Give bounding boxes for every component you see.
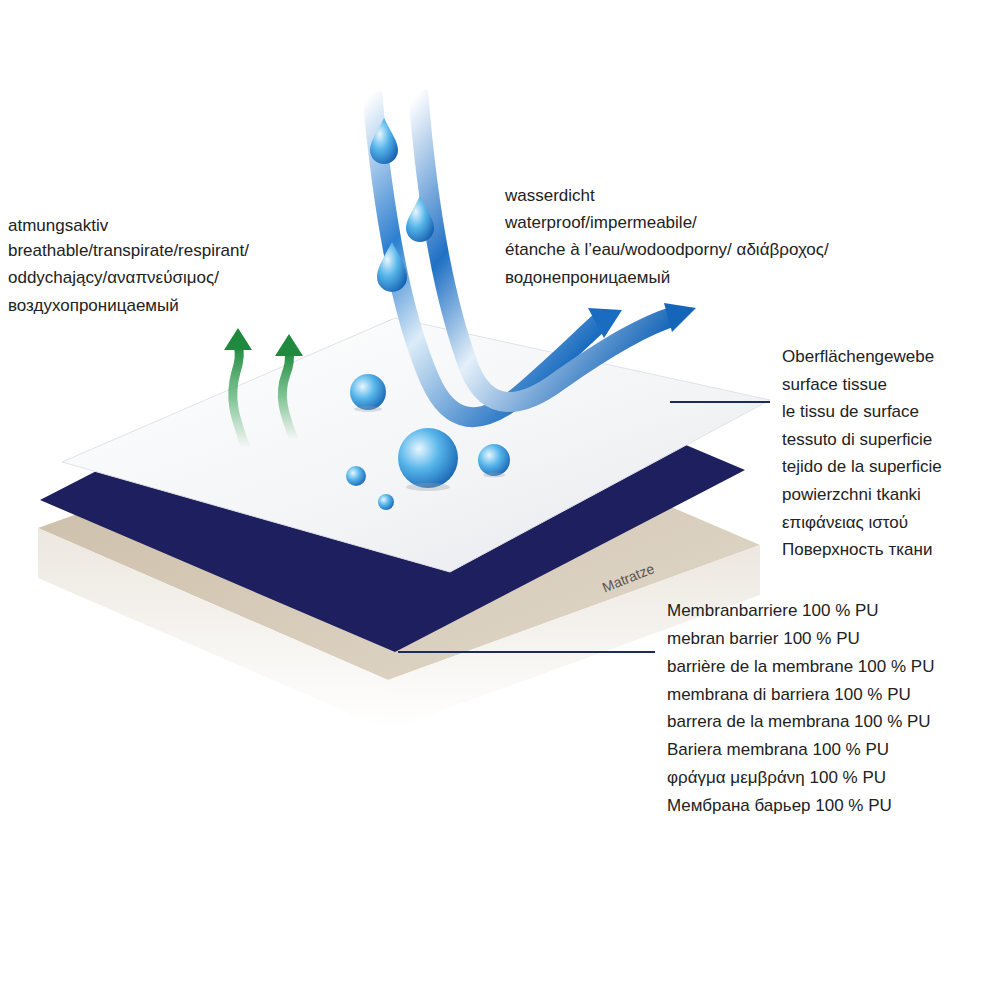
layer-label: Поверхность ткани [782,540,932,560]
layer-label: tejido de la superficie [782,457,942,477]
water-drops [370,118,434,292]
layer-label: Oberflächengewebe [782,347,934,367]
leader-line [398,651,655,653]
layer-label: επιφάνειας ιστού [782,513,908,533]
layer-label: mebran barrier 100 % PU [667,629,860,649]
leader-line [670,401,770,403]
property-label: водонепроницаемый [505,268,670,288]
layer-label: tessuto di superficie [782,430,932,450]
layer-label: le tissu de surface [782,402,919,422]
breathable-arrows [224,328,303,448]
layer-label: surface tissue [782,375,887,395]
property-label: воздухопроницаемый [8,296,179,316]
layer-label: Membranbarriere 100 % PU [667,601,879,621]
layer-label: powierzchni tkanki [782,485,921,505]
layer-label: Bariera membrana 100 % PU [667,740,889,760]
property-label: breathable/transpirate/respirant/ [8,241,249,261]
layer-label: φράγμα μεμβράνη 100 % PU [667,768,886,788]
property-label: oddychający/αναπνεύσιμος/ [8,268,219,288]
layer-label: barrière de la membrane 100 % PU [667,657,934,677]
property-label: wasserdicht [505,186,595,206]
layer-label: membrana di barriera 100 % PU [667,685,911,705]
layer-label: Мембрана барьер 100 % PU [667,796,892,816]
property-label: atmungsaktiv [8,216,108,236]
water-beads [346,374,510,510]
layer-label: barrera de la membrana 100 % PU [667,712,931,732]
property-label: waterproof/impermeabile/ [505,213,697,233]
property-label: étanche à l’eau/wodoodporny/ αδιάβροχος/ [505,240,829,260]
